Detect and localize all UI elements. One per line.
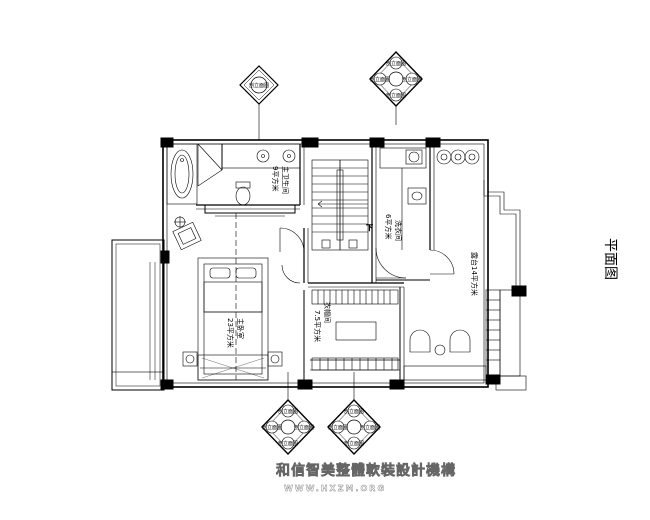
- left-balcony: [111, 239, 165, 391]
- laundry-room: [379, 147, 427, 250]
- room-area-laundry: 6平方米: [384, 214, 393, 239]
- walk-in-closet: [311, 289, 399, 371]
- marker-label: 剖立面图: [328, 424, 348, 431]
- room-name-master-bedroom: 主卧室: [236, 318, 245, 339]
- drawing-title: 平面图: [602, 238, 618, 280]
- terrace: [403, 149, 527, 391]
- marker-label: 剖立面图: [294, 424, 314, 431]
- marker-label: 剖立面图: [360, 424, 380, 431]
- elevation-marker-top-left: 剖立面图: [239, 65, 279, 140]
- room-area-terrace: 14平方米: [470, 266, 479, 296]
- watermark-url: WWW.HXZM.ORG: [284, 484, 386, 493]
- marker-label: 剖立面图: [402, 76, 422, 83]
- marker-label: 剖立面图: [386, 92, 406, 99]
- marker-label: 剖立面图: [386, 60, 406, 67]
- watermark: 和信智美整體軟裝設計機構 WWW.HXZM.ORG: [276, 462, 456, 494]
- room-name-master-bath: 主卫生间: [281, 166, 290, 194]
- room-area-master-bedroom: 23平方米: [226, 318, 235, 348]
- marker-label: 剖立面图: [370, 76, 390, 83]
- marker-label: 剖立面图: [278, 408, 298, 415]
- room-name-terrace: 露台: [470, 252, 479, 266]
- marker-label: 剖立面图: [344, 440, 364, 447]
- room-area-closet: 7.5平方米: [313, 310, 322, 342]
- room-area-master-bath: 9平方米: [271, 166, 280, 191]
- watermark-title: 和信智美整體軟裝設計機構: [276, 462, 456, 479]
- marker-label: 剖立面图: [262, 424, 282, 431]
- elevation-marker-top-right: 剖立面图 剖立面图 剖立面图 剖立面图: [369, 50, 423, 125]
- master-bedroom: [172, 213, 283, 381]
- marker-label: 剖立面图: [278, 440, 298, 447]
- master-bathroom: [166, 143, 301, 217]
- doors: [279, 227, 455, 284]
- marker-label: 剖立面图: [344, 408, 364, 415]
- room-labels: 主卫生间 9平方米 主卧室 23平方米 衣帽间 7.5平方米 洗衣间 6平方米 …: [226, 166, 479, 348]
- marker-label: 剖立面图: [249, 82, 269, 89]
- room-name-laundry: 洗衣间: [394, 220, 403, 241]
- room-name-closet: 衣帽间: [323, 302, 332, 323]
- elevation-marker-bottom-right: 剖立面图 剖立面图 剖立面图 剖立面图: [327, 372, 381, 456]
- stair-down-label: 下: [366, 224, 373, 232]
- staircase: 下: [311, 159, 373, 251]
- elevation-marker-bottom-left: 剖立面图 剖立面图 剖立面图 剖立面图: [261, 372, 315, 456]
